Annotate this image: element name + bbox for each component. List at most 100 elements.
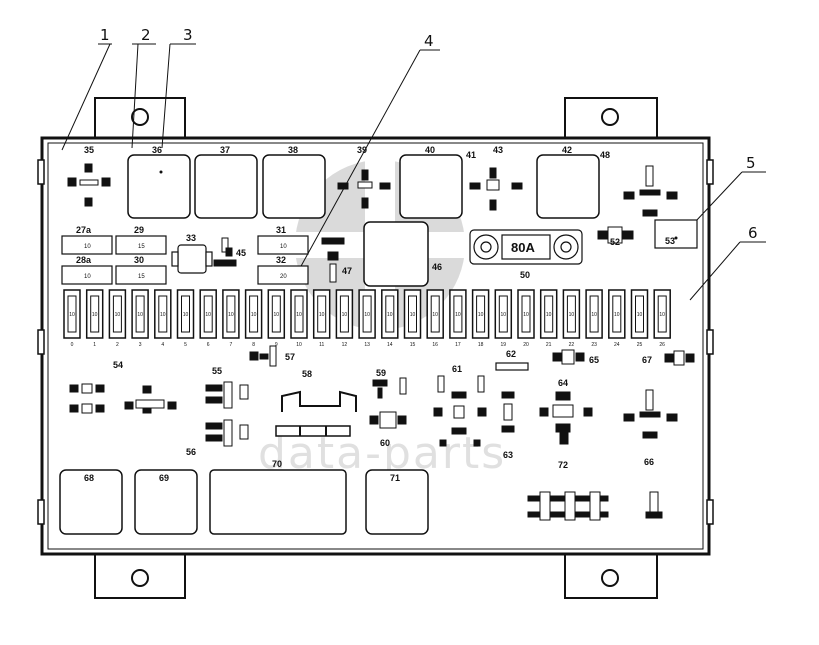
blade-fuse-rating: 10 (387, 312, 393, 318)
label-43: 43 (493, 145, 503, 155)
blade-fuse-number: 14 (387, 342, 393, 348)
terminal-cluster-63 (501, 391, 515, 433)
label-35: 35 (84, 145, 94, 155)
blade-fuse: 102 (108, 289, 127, 348)
mini-fuse-32 (257, 265, 309, 285)
relay-38-label: 38 (288, 145, 298, 155)
blade-fuse: 10 12 (335, 289, 354, 348)
callout-4: 4 (424, 32, 434, 50)
terminal-cluster-47 (321, 237, 345, 283)
side-notches (37, 159, 714, 525)
blade-fuse-rating: 10 (432, 312, 438, 318)
blade-fuse-number: 20 (523, 342, 529, 348)
blade-fuse-rating: 10 (501, 312, 507, 318)
mini-fuse-30-value: 15 (138, 274, 145, 280)
callout-numbers: 1 2 3 4 5 6 (100, 26, 758, 242)
blade-fuse-window (362, 295, 372, 333)
blade-fuse-rating: 10 (296, 312, 302, 318)
terminal-cluster-52 (597, 226, 634, 244)
blade-fuse-window (181, 295, 190, 333)
blade-fuse-window (566, 295, 576, 333)
mini-fuse-28a-label: 28a (76, 255, 92, 265)
blade-fuse: 103 (131, 289, 149, 348)
blade-fuse: 101 (85, 289, 104, 348)
blade-fuse-window (271, 295, 281, 333)
terminal-cluster-72 (527, 491, 663, 521)
label-67: 67 (642, 355, 652, 365)
terminal-cluster-64 (539, 391, 593, 445)
blade-fuse-rating: 10 (160, 312, 166, 318)
blade-fuse-window (544, 295, 554, 333)
blade-fuse-number: 25 (637, 342, 643, 348)
label-64: 64 (558, 378, 568, 388)
label-33: 33 (186, 233, 196, 243)
relay-69-label: 69 (159, 473, 169, 483)
blade-fuse-rating: 10 (115, 312, 121, 318)
relay-42 (536, 154, 600, 219)
blade-fuse-rating: 10 (546, 312, 552, 318)
bottom-relays (59, 469, 429, 535)
relay-37-label: 37 (220, 145, 230, 155)
component-33 (171, 244, 213, 274)
relay-71 (365, 469, 429, 535)
blade-fuse: 106 (199, 289, 217, 348)
relay-70 (209, 469, 347, 535)
fuse-row: 1001011021031041051061071081091010101110… (63, 289, 671, 348)
blade-fuse-window (203, 295, 213, 333)
mini-fuse-31 (257, 235, 309, 255)
blade-fuse-window (430, 295, 440, 333)
terminal-cluster-48 (623, 165, 678, 217)
blade-fuse-window (90, 295, 100, 333)
component-58 (275, 390, 357, 437)
blade-fuse-number: 15 (410, 342, 416, 348)
mini-fuse-32-value: 20 (280, 274, 287, 280)
mini-fuse-29-label: 29 (134, 225, 144, 235)
blade-fuse: 108 (244, 289, 263, 348)
label-56: 56 (186, 447, 196, 457)
label-41: 41 (466, 150, 476, 160)
blade-fuse-number: 16 (432, 342, 438, 348)
mini-fuse-32-label: 32 (276, 255, 286, 265)
blade-fuse-window (521, 295, 531, 333)
blade-fuse-window (657, 295, 667, 333)
terminal-cluster-57 (249, 345, 277, 367)
blade-fuse-rating: 10 (342, 312, 348, 318)
label-47: 47 (342, 266, 352, 276)
mount-hole-icon (131, 108, 149, 126)
component-62 (495, 362, 529, 371)
top-relays (127, 154, 600, 219)
blade-fuse-number: 24 (614, 342, 620, 348)
blade-fuse-number: 13 (364, 342, 370, 348)
blade-fuse-number: 8 (252, 342, 255, 348)
label-52: 52 (610, 237, 620, 247)
mini-fuse-31-label: 31 (276, 225, 286, 235)
blade-fuse-rating: 10 (614, 312, 620, 318)
blade-fuse-window (408, 295, 417, 333)
relay-71-label: 71 (390, 473, 400, 483)
blade-fuse-number: 6 (207, 342, 210, 348)
blade-fuse-number: 7 (230, 342, 233, 348)
blade-fuse-window (112, 295, 122, 333)
blade-fuse-number: 11 (319, 342, 324, 348)
label-58: 58 (302, 369, 312, 379)
mount-hole-icon (601, 569, 619, 587)
blade-fuse-number: 4 (161, 342, 164, 348)
callout-3: 3 (183, 26, 193, 44)
blade-fuse-number: 22 (569, 342, 575, 348)
blade-fuse-rating: 10 (92, 312, 98, 318)
blade-fuse-number: 12 (342, 342, 348, 348)
blade-fuse: 10 14 (381, 289, 399, 348)
callout-2: 2 (141, 26, 151, 44)
blade-fuse-rating: 10 (137, 312, 143, 318)
terminal-cluster-35 (67, 163, 111, 207)
mini-fuse-31-value: 10 (280, 244, 287, 250)
relay-37 (194, 154, 258, 219)
